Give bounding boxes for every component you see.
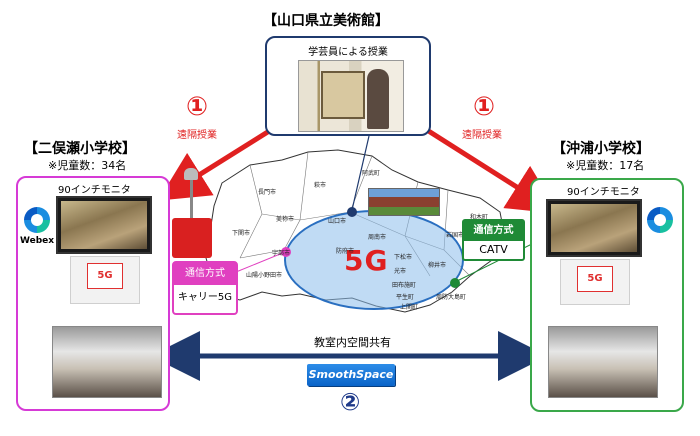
museum-title: 【山口県立美術館】 — [263, 13, 389, 29]
city-label: 田布施町 — [392, 282, 417, 289]
city-label: 萩市 — [314, 182, 327, 189]
city-label: 周南市 — [368, 234, 387, 241]
share-number: ② — [340, 388, 361, 416]
comm-method-catv-value: CATV — [479, 243, 508, 256]
remote-number-left: ① — [186, 92, 209, 122]
left-classroom-photo — [52, 326, 162, 398]
comm-method-catv-head: 通信方式 — [464, 221, 523, 241]
museum-building-photo — [368, 188, 440, 216]
curator-figure — [367, 69, 389, 129]
city-label: 平生町 — [396, 294, 415, 301]
city-label: 防府市 — [336, 248, 355, 255]
museum-lesson-photo — [298, 60, 404, 132]
city-label: 美祢市 — [276, 216, 295, 223]
webex-icon — [647, 207, 673, 233]
5g-label: 5G — [344, 244, 389, 277]
city-label: 和木町 — [470, 214, 489, 221]
comm-method-catv-box: 通信方式 CATV — [462, 219, 525, 261]
museum-box: 学芸員による授業 — [265, 36, 431, 136]
smoothspace-logo: SmoothSpace 2 — [307, 364, 395, 403]
right-5g-badge: 5G — [577, 266, 613, 292]
city-label: 山陽小野田市 — [246, 272, 283, 279]
right-school-count: ※児童数：17名 — [566, 159, 645, 172]
left-school-location-dot — [281, 247, 291, 257]
webex-label: Webex — [20, 236, 55, 246]
left-school-title: 【二俣瀬小学校】 — [24, 141, 136, 157]
city-label: 柳井市 — [428, 262, 447, 269]
city-label: 長門市 — [258, 189, 277, 196]
museum-link-line — [351, 135, 370, 211]
left-monitor-label: 90インチモニタ — [58, 185, 131, 196]
comm-method-carrier-value: キャリー5G — [177, 292, 233, 303]
city-label: 上関町 — [400, 304, 419, 311]
carrier-link — [235, 251, 286, 273]
webex-icon — [24, 207, 50, 233]
remote-arrow-right — [406, 115, 559, 214]
left-school-count: ※児童数：34名 — [48, 159, 127, 172]
museum-location-dot — [347, 207, 357, 217]
right-monitor-label: 90インチモニタ — [567, 187, 640, 198]
city-label: 山口市 — [328, 218, 347, 225]
city-label: 周防大島町 — [436, 294, 467, 301]
comm-method-carrier-box: 通信方式 キャリー5G — [172, 261, 238, 315]
share-label: 教室内空間共有 — [314, 336, 391, 349]
remote-number-right: ① — [473, 92, 496, 122]
left-5g-badge: 5G — [87, 263, 123, 289]
right-classroom-photo — [548, 326, 658, 398]
city-label: 岩国市 — [446, 232, 465, 239]
right-monitor-stand: 5G — [560, 259, 630, 305]
remote-label-left: 遠隔授業 — [177, 130, 217, 141]
left-monitor-stand: 5G — [70, 256, 140, 304]
right-monitor — [546, 199, 642, 257]
left-monitor — [56, 196, 152, 254]
museum-caption: 学芸員による授業 — [308, 47, 388, 58]
right-school-location-dot — [450, 278, 460, 288]
5g-router-pole — [190, 176, 193, 218]
catv-link — [454, 239, 541, 283]
city-label: 下関市 — [232, 230, 251, 237]
right-school-title: 【沖浦小学校】 — [552, 141, 650, 157]
city-label: 下松市 — [394, 254, 413, 261]
comm-method-carrier-head: 通信方式 — [174, 263, 236, 285]
hanging-scroll-image — [321, 71, 365, 119]
5g-router-icon — [172, 218, 212, 258]
5g-router-antenna — [184, 168, 198, 180]
city-label: 光市 — [394, 268, 407, 275]
city-label: 阿武町 — [362, 170, 381, 177]
remote-label-right: 遠隔授業 — [462, 130, 502, 141]
city-label: 宇部市 — [272, 250, 291, 257]
